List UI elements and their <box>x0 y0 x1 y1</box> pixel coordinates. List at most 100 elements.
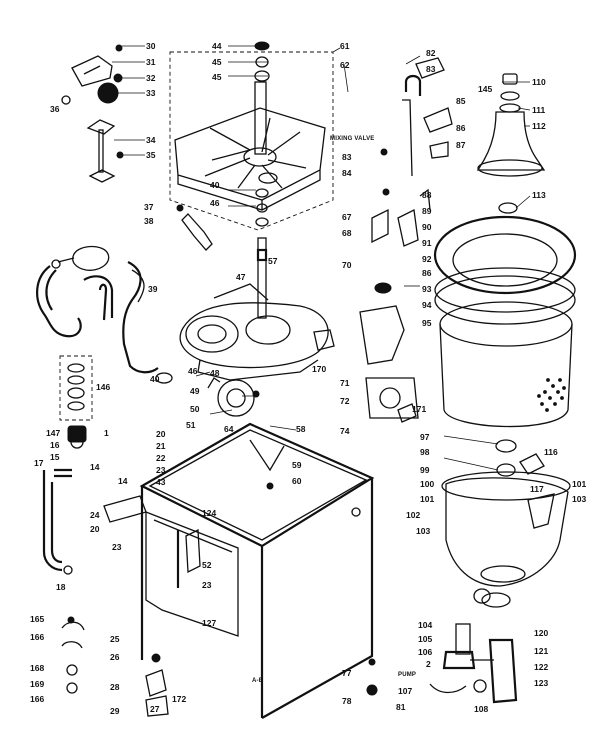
cabinet-marking: A-E <box>252 678 263 684</box>
callout-172: 172 <box>172 694 186 704</box>
leader-lines <box>112 45 531 471</box>
callout-166-second: 166 <box>30 694 44 704</box>
callout-84: 84 <box>342 168 352 178</box>
callout-39: 39 <box>148 284 158 294</box>
callout-46-lower: 46 <box>188 366 198 376</box>
callout-124: 124 <box>202 508 216 518</box>
callout-121: 121 <box>534 646 548 656</box>
callout-45: 45 <box>212 57 222 67</box>
callout-95: 95 <box>422 318 432 328</box>
callout-102: 102 <box>406 510 420 520</box>
callout-113: 113 <box>532 190 546 200</box>
callout-2: 2 <box>426 659 431 669</box>
callout-61: 61 <box>340 41 350 51</box>
callout-26: 26 <box>110 652 120 662</box>
callout-101: 101 <box>420 494 434 504</box>
callout-105: 105 <box>418 634 432 644</box>
callout-71: 71 <box>340 378 350 388</box>
left-small-parts <box>51 44 213 271</box>
callout-20: 20 <box>156 429 166 439</box>
mixing-valve-note: MIXING VALVE <box>330 136 375 142</box>
callout-165: 165 <box>30 614 44 624</box>
callout-35: 35 <box>146 150 156 160</box>
callout-112: 112 <box>532 121 546 131</box>
bottom-left-small-parts <box>61 616 378 717</box>
callout-34: 34 <box>146 135 156 145</box>
callout-46: 46 <box>210 198 220 208</box>
callout-72: 72 <box>340 396 350 406</box>
callout-48: 48 <box>210 368 220 378</box>
callout-16: 16 <box>50 440 60 450</box>
callout-127: 127 <box>202 618 216 628</box>
right-upper-small-parts <box>313 57 453 423</box>
callout-60: 60 <box>292 476 302 486</box>
callout-52: 52 <box>202 560 212 570</box>
callout-29: 29 <box>110 706 120 716</box>
callout-62: 62 <box>340 60 350 70</box>
callout-117: 117 <box>530 484 544 494</box>
hoses <box>36 261 173 575</box>
callout-111: 111 <box>532 105 546 115</box>
callout-110: 110 <box>532 77 546 87</box>
callout-43: 43 <box>156 477 166 487</box>
callout-44: 44 <box>212 41 222 51</box>
callout-58: 58 <box>296 424 306 434</box>
callout-146: 146 <box>96 382 110 392</box>
callout-28: 28 <box>110 682 120 692</box>
callout-120: 120 <box>534 628 548 638</box>
callout-57: 57 <box>268 256 278 266</box>
callout-116: 116 <box>544 447 558 457</box>
callout-106: 106 <box>418 647 432 657</box>
callout-64: 64 <box>224 424 234 434</box>
callout-36: 36 <box>50 104 60 114</box>
callout-20-second: 20 <box>90 524 100 534</box>
callout-83: 83 <box>426 64 436 74</box>
callout-122: 122 <box>534 662 548 672</box>
callout-27: 27 <box>150 704 160 714</box>
callout-14-second: 14 <box>118 476 128 486</box>
callout-25: 25 <box>110 634 120 644</box>
callout-104: 104 <box>418 620 432 630</box>
callout-166: 166 <box>30 632 44 642</box>
callout-171: 171 <box>412 404 426 414</box>
callout-47: 47 <box>236 272 246 282</box>
callout-32: 32 <box>146 73 156 83</box>
callout-99: 99 <box>420 465 430 475</box>
callout-21: 21 <box>156 441 166 451</box>
callout-170: 170 <box>312 364 326 374</box>
callout-37: 37 <box>144 202 154 212</box>
callout-81: 81 <box>396 702 406 712</box>
callout-23-second: 23 <box>112 542 122 552</box>
callout-107: 107 <box>398 686 412 696</box>
callout-24: 24 <box>90 510 100 520</box>
callout-169: 169 <box>30 679 44 689</box>
callout-97: 97 <box>420 432 430 442</box>
callout-82: 82 <box>426 48 436 58</box>
cabinet <box>103 422 375 719</box>
callout-78: 78 <box>342 696 352 706</box>
water-valve-146 <box>59 355 93 449</box>
callout-90: 90 <box>422 222 432 232</box>
callout-23-third: 23 <box>202 580 212 590</box>
callout-91: 91 <box>422 238 432 248</box>
callout-40: 40 <box>150 374 160 384</box>
callout-83-second: 83 <box>342 152 352 162</box>
callout-85: 85 <box>456 96 466 106</box>
callout-15: 15 <box>50 452 60 462</box>
callout-40-upper: 40 <box>210 180 220 190</box>
callout-89: 89 <box>422 206 432 216</box>
callout-68: 68 <box>342 228 352 238</box>
callout-103-right: 103 <box>572 494 586 504</box>
callout-100: 100 <box>420 479 434 489</box>
callout-49: 49 <box>190 386 200 396</box>
callout-101-right: 101 <box>572 479 586 489</box>
callout-87: 87 <box>456 140 466 150</box>
callout-98: 98 <box>420 447 430 457</box>
callout-45-second: 45 <box>212 72 222 82</box>
callout-147: 147 <box>46 428 60 438</box>
callout-30: 30 <box>146 41 156 51</box>
callout-92: 92 <box>422 254 432 264</box>
callout-94: 94 <box>422 300 432 310</box>
transmission-gearcase <box>179 237 329 417</box>
